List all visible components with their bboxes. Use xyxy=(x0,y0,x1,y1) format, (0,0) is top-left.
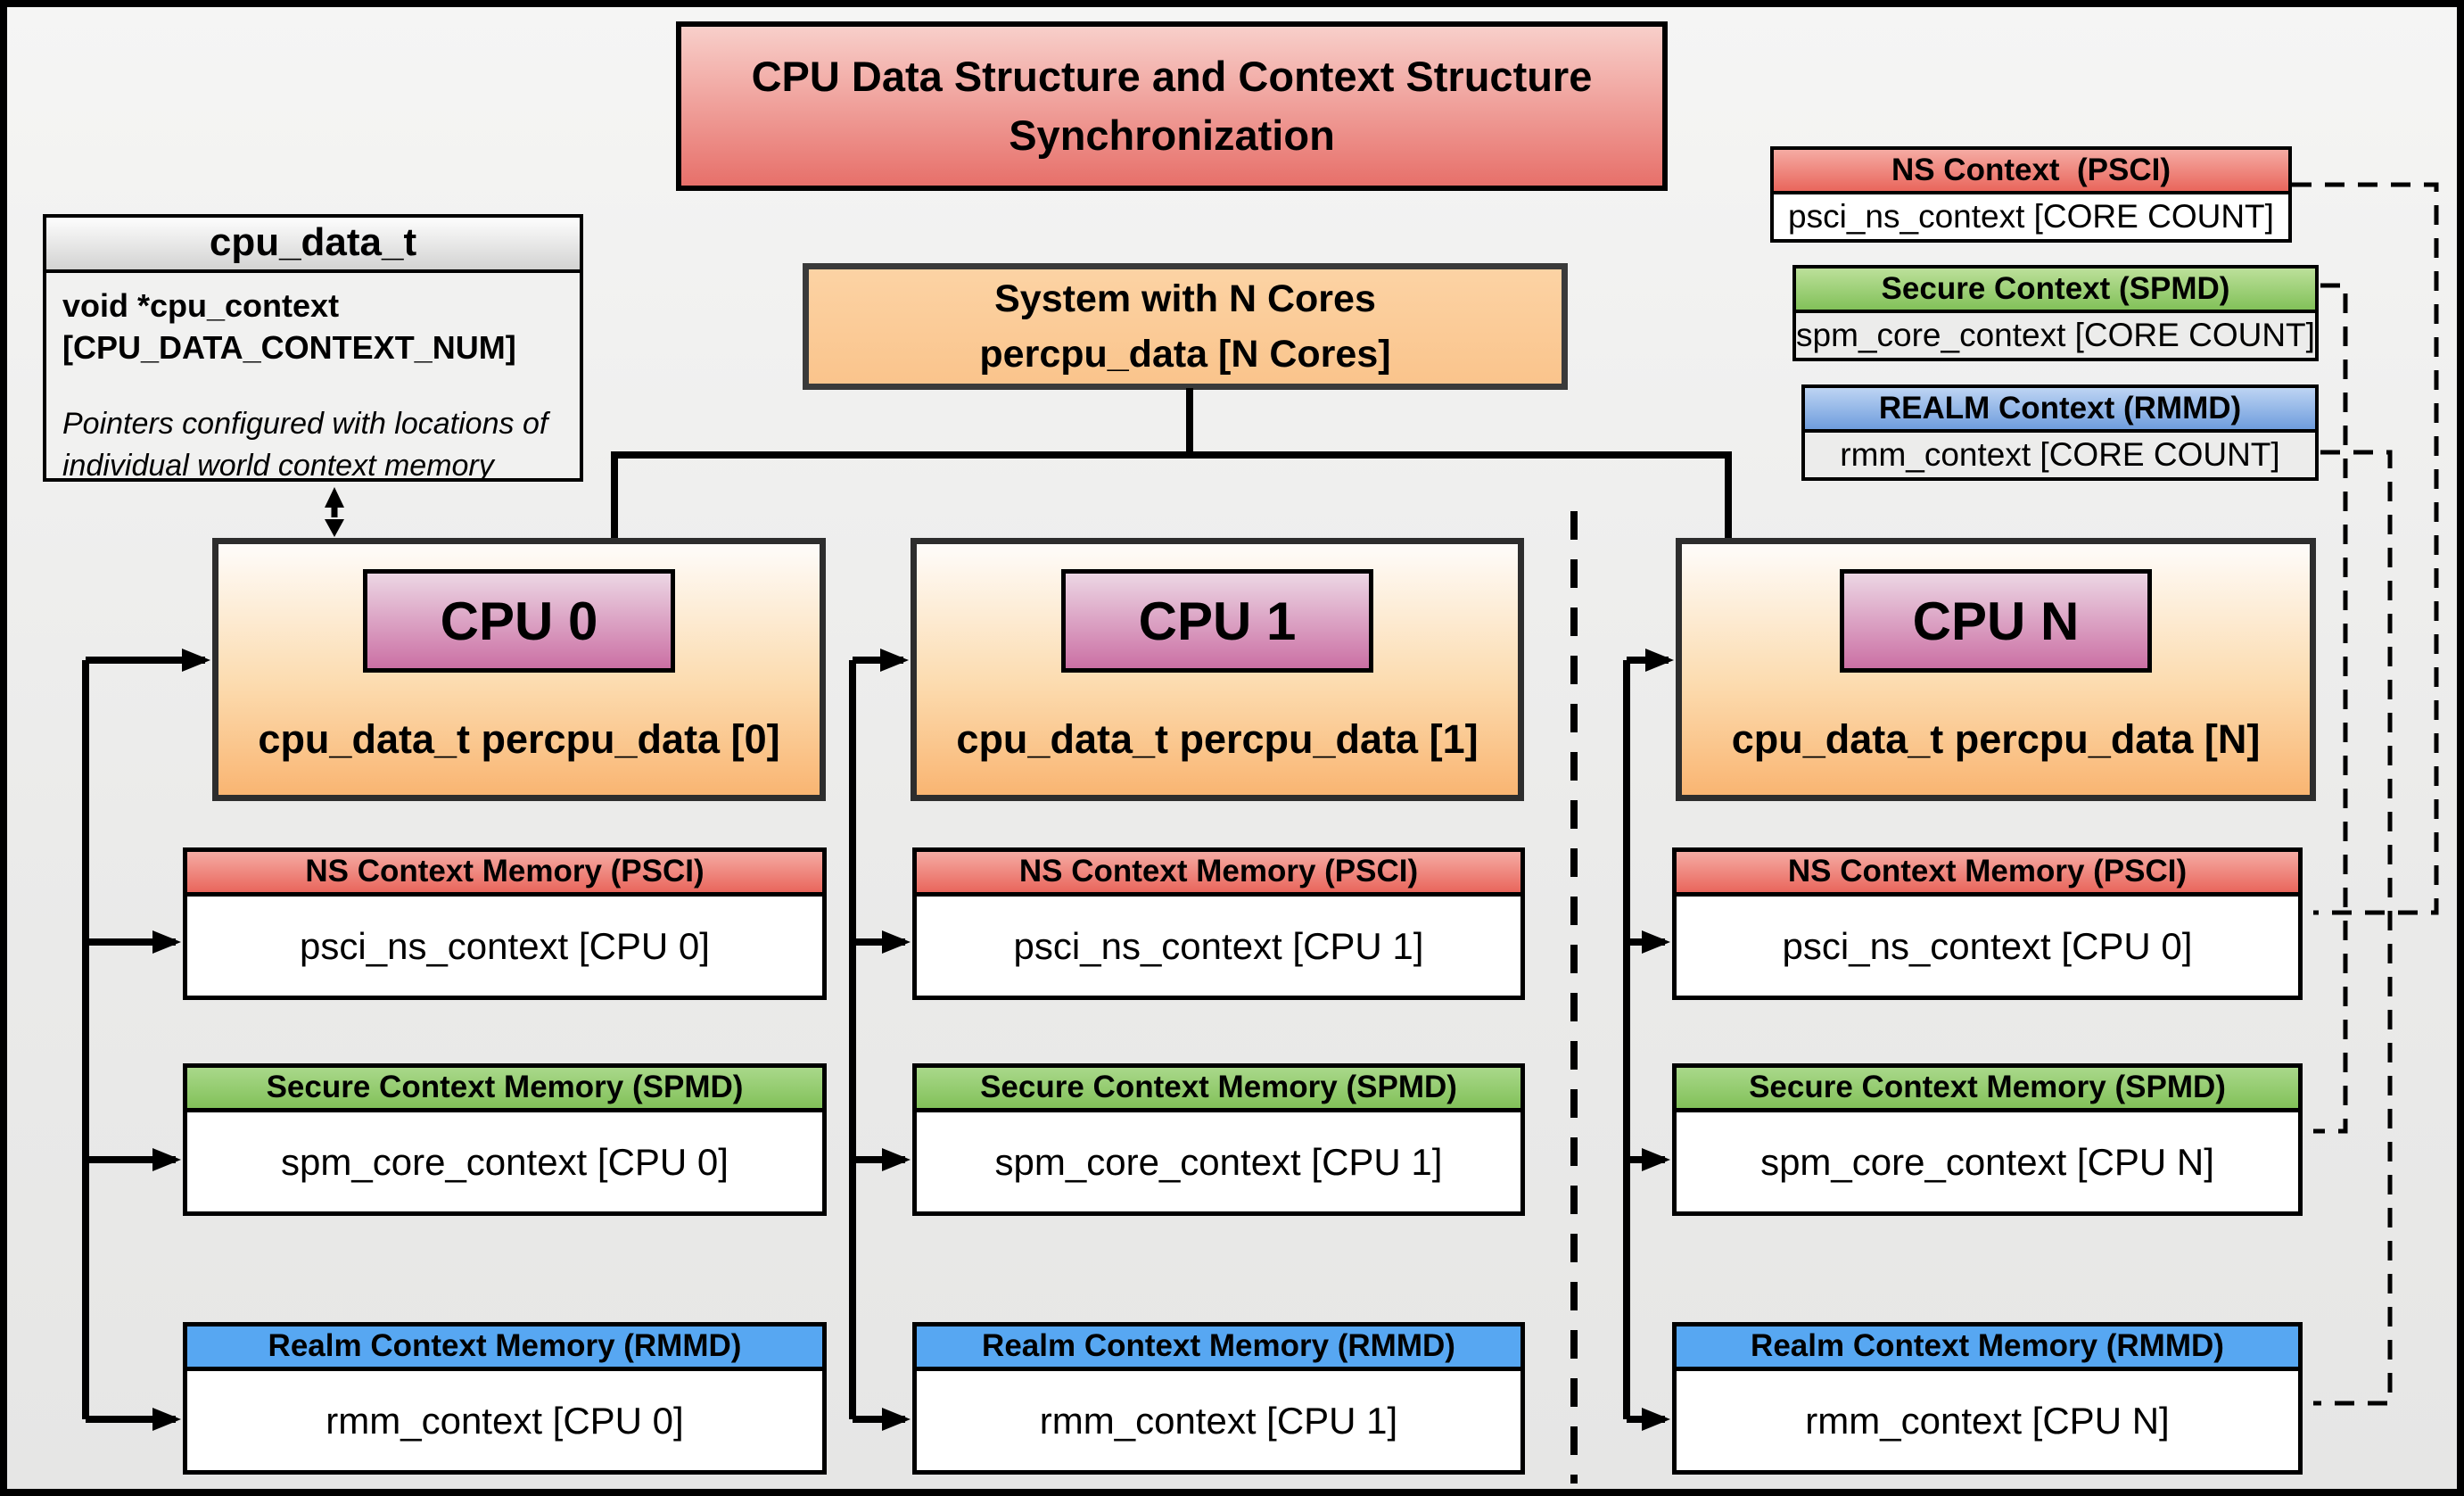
cpu-context-field: void *cpu_context [CPU_DATA_CONTEXT_NUM] xyxy=(62,287,516,366)
cpu-n-ns-context-box: NS Context Memory (PSCI) psci_ns_context… xyxy=(1672,847,2303,1000)
legend-ns-context-box: NS Context (PSCI) psci_ns_context [CORE … xyxy=(1770,146,2292,243)
cpu-n-secure-context-body: spm_core_context [CPU N] xyxy=(1760,1140,2214,1183)
cpu-n-ns-context-body: psci_ns_context [CPU 0] xyxy=(1782,924,2193,967)
cpu-0-label: CPU 0 xyxy=(363,569,675,673)
cpu-n-secure-context-header: Secure Context Memory (SPMD) xyxy=(1677,1068,2298,1112)
legend-secure-context-body: spm_core_context [CORE COUNT] xyxy=(1796,313,2315,358)
cpu-0-secure-context-body: spm_core_context [CPU 0] xyxy=(281,1140,729,1183)
legend-secure-context-box: Secure Context (SPMD) spm_core_context [… xyxy=(1792,265,2319,361)
cpu-1-ns-context-box: NS Context Memory (PSCI) psci_ns_context… xyxy=(912,847,1525,1000)
legend-realm-context-body: rmm_context [CORE COUNT] xyxy=(1805,433,2315,477)
system-branch-line xyxy=(611,388,1732,538)
cpu-n-ns-context-header: NS Context Memory (PSCI) xyxy=(1677,852,2298,897)
cpu-n-percpu-data: cpu_data_t percpu_data [N] xyxy=(1731,716,2261,762)
cpu-1-secure-context-body: spm_core_context [CPU 1] xyxy=(994,1140,1443,1183)
cpu-data-sync-arrow xyxy=(325,487,344,537)
cpu-0-box: CPU 0 cpu_data_t percpu_data [0] xyxy=(212,538,826,801)
cpu-n-box: CPU N cpu_data_t percpu_data [N] xyxy=(1676,538,2316,801)
cpu-1-label: CPU 1 xyxy=(1061,569,1373,673)
legend-ns-context-body: psci_ns_context [CORE COUNT] xyxy=(1774,194,2288,239)
cpu-1-secure-context-header: Secure Context Memory (SPMD) xyxy=(917,1068,1520,1112)
cpu-1-realm-context-box: Realm Context Memory (RMMD) rmm_context … xyxy=(912,1322,1525,1475)
cpu-data-t-struct-body: void *cpu_context [CPU_DATA_CONTEXT_NUM]… xyxy=(46,273,580,488)
cpu-n-secure-context-box: Secure Context Memory (SPMD) spm_core_co… xyxy=(1672,1063,2303,1216)
cpu-data-t-struct-box: cpu_data_t void *cpu_context [CPU_DATA_C… xyxy=(43,214,583,483)
cpu-0-secure-context-header: Secure Context Memory (SPMD) xyxy=(187,1068,822,1112)
cpu-n-realm-context-header: Realm Context Memory (RMMD) xyxy=(1677,1327,2298,1371)
cpu-0-pointer-lines xyxy=(82,649,210,1431)
cpu-0-realm-context-header: Realm Context Memory (RMMD) xyxy=(187,1327,822,1371)
legend-realm-context-header: REALM Context (RMMD) xyxy=(1805,388,2315,433)
cpu-0-ns-context-box: NS Context Memory (PSCI) psci_ns_context… xyxy=(183,847,827,1000)
system-n-cores-box: System with N Cores percpu_data [N Cores… xyxy=(803,263,1568,390)
diagram-title: CPU Data Structure and Context Structure… xyxy=(676,21,1668,191)
cpu-1-ns-context-header: NS Context Memory (PSCI) xyxy=(917,852,1520,897)
cpu-0-realm-context-box: Realm Context Memory (RMMD) rmm_context … xyxy=(183,1322,827,1475)
legend-ns-context-header: NS Context (PSCI) xyxy=(1774,150,2288,194)
legend-realm-context-box: REALM Context (RMMD) rmm_context [CORE C… xyxy=(1801,384,2319,481)
cpu-1-realm-context-header: Realm Context Memory (RMMD) xyxy=(917,1327,1520,1371)
cpu-1-pointer-lines xyxy=(849,649,911,1431)
legend-realm-dashed-link xyxy=(2313,450,2393,1406)
cpu-context-note: Pointers configured with locations of in… xyxy=(62,406,548,484)
cpu-1-realm-context-body: rmm_context [CPU 1] xyxy=(1039,1399,1398,1442)
cpu-1-secure-context-box: Secure Context Memory (SPMD) spm_core_co… xyxy=(912,1063,1525,1216)
cpu-0-secure-context-box: Secure Context Memory (SPMD) spm_core_co… xyxy=(183,1063,827,1216)
cpu-1-ns-context-body: psci_ns_context [CPU 1] xyxy=(1013,924,1424,967)
cpu-1-box: CPU 1 cpu_data_t percpu_data [1] xyxy=(911,538,1524,801)
cpu-n-realm-context-box: Realm Context Memory (RMMD) rmm_context … xyxy=(1672,1322,2303,1475)
cpu-0-realm-context-body: rmm_context [CPU 0] xyxy=(326,1399,684,1442)
cpu-data-t-struct-header: cpu_data_t xyxy=(46,218,580,273)
cpu-n-realm-context-body: rmm_context [CPU N] xyxy=(1805,1399,2170,1442)
legend-secure-context-header: Secure Context (SPMD) xyxy=(1796,269,2315,313)
cpu-1-percpu-data: cpu_data_t percpu_data [1] xyxy=(956,716,1479,762)
cpu-0-percpu-data: cpu_data_t percpu_data [0] xyxy=(258,716,780,762)
cpu-n-pointer-lines xyxy=(1623,649,1674,1431)
cpu-0-ns-context-header: NS Context Memory (PSCI) xyxy=(187,852,822,897)
cpu-0-ns-context-body: psci_ns_context [CPU 0] xyxy=(300,924,710,967)
cpu-n-label: CPU N xyxy=(1840,569,2152,673)
